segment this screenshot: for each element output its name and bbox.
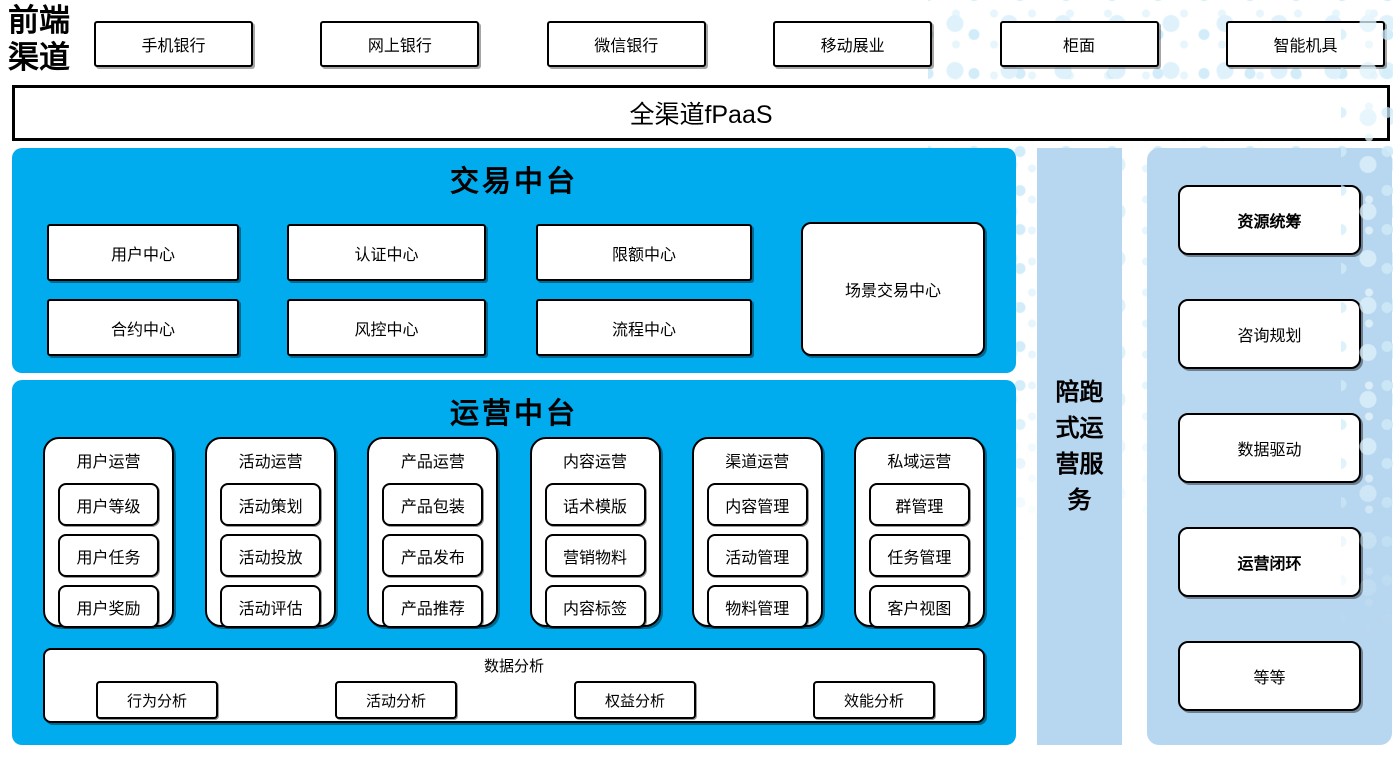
companion-service-label: 陪跑式运营服务 [1055,378,1104,514]
group-content-operation: 内容运营 话术模版 营销物料 内容标签 [529,437,661,628]
group-title: 私域运营 [887,454,952,471]
channel-box-smart-machine: 智能机具 [1225,21,1385,67]
group-item: 话术模版 [544,483,646,526]
service-box-closed-loop: 运营闭环 [1178,527,1361,597]
fpaas-bar: 全渠道fPaaS [12,85,1390,141]
analysis-item-activity: 活动分析 [335,681,457,719]
companion-service-column: 陪跑式运营服务 [1037,148,1122,745]
channel-row: 手机银行 网上银行 微信银行 移动展业 柜面 智能机具 [94,21,1385,67]
group-item: 产品包装 [382,483,484,526]
center-box-contract: 合约中心 [47,299,239,356]
group-item: 产品推荐 [382,585,484,628]
group-item: 活动评估 [220,585,322,628]
service-box-consulting: 咨询规划 [1178,299,1361,369]
group-item: 营销物料 [544,534,646,577]
group-item: 活动投放 [220,534,322,577]
service-box-data-driven: 数据驱动 [1178,413,1361,483]
group-product-operation: 产品运营 产品包装 产品发布 产品推荐 [367,437,499,628]
group-item: 群管理 [868,483,970,526]
channel-box-online-banking: 网上银行 [320,21,480,67]
group-item: 用户任务 [58,534,159,577]
data-analysis-title: 数据分析 [483,658,544,675]
group-title: 内容运营 [563,454,628,471]
center-box-process: 流程中心 [536,299,752,356]
channel-box-mobile-business: 移动展业 [773,21,933,67]
group-user-operation: 用户运营 用户等级 用户任务 用户奖励 [43,437,174,628]
group-channel-operation: 渠道运营 内容管理 活动管理 物料管理 [691,437,823,628]
center-box-risk: 风控中心 [287,299,486,356]
channel-box-wechat-banking: 微信银行 [546,21,706,67]
group-item: 活动管理 [706,534,808,577]
center-box-user: 用户中心 [47,224,239,281]
data-analysis-items: 行为分析 活动分析 权益分析 效能分析 [45,676,983,719]
group-item: 活动策划 [220,483,322,526]
group-private-domain-operation: 私域运营 群管理 任务管理 客户视图 [853,437,985,628]
trade-platform-panel: 交易中台 用户中心 认证中心 限额中心 合约中心 风控中心 流程中心 场景交易中… [12,148,1016,373]
group-title: 渠道运营 [725,454,790,471]
analysis-item-efficiency: 效能分析 [813,681,935,719]
center-box-limit: 限额中心 [536,224,752,281]
front-channel-label: 前端渠道 [8,3,70,75]
channel-box-mobile-banking: 手机银行 [94,21,253,67]
service-panel: 资源统筹 咨询规划 数据驱动 运营闭环 等等 [1147,148,1392,745]
group-item: 内容标签 [544,585,646,628]
group-title: 产品运营 [400,454,465,471]
group-item: 产品发布 [382,534,484,577]
analysis-item-behavior: 行为分析 [96,681,218,719]
operation-groups-row: 用户运营 用户等级 用户任务 用户奖励 活动运营 活动策划 活动投放 活动评估 … [43,437,985,628]
operation-platform-title: 运营中台 [449,398,578,430]
scene-trade-center-box: 场景交易中心 [801,222,985,356]
center-box-auth: 认证中心 [287,224,486,281]
data-analysis-box: 数据分析 行为分析 活动分析 权益分析 效能分析 [43,648,985,723]
service-box-etc: 等等 [1178,641,1361,711]
group-item: 物料管理 [706,585,808,628]
group-title: 用户运营 [76,454,141,471]
channel-box-counter: 柜面 [999,21,1159,67]
group-item: 用户奖励 [58,585,159,628]
group-activity-operation: 活动运营 活动策划 活动投放 活动评估 [205,437,337,628]
group-item: 客户视图 [868,585,970,628]
trade-platform-title: 交易中台 [449,166,578,198]
group-title: 活动运营 [238,454,303,471]
group-item: 任务管理 [868,534,970,577]
group-item: 内容管理 [706,483,808,526]
operation-platform-panel: 运营中台 用户运营 用户等级 用户任务 用户奖励 活动运营 活动策划 活动投放 … [12,380,1016,745]
group-item: 用户等级 [58,483,159,526]
service-box-resource: 资源统筹 [1178,185,1361,255]
analysis-item-rights: 权益分析 [574,681,696,719]
